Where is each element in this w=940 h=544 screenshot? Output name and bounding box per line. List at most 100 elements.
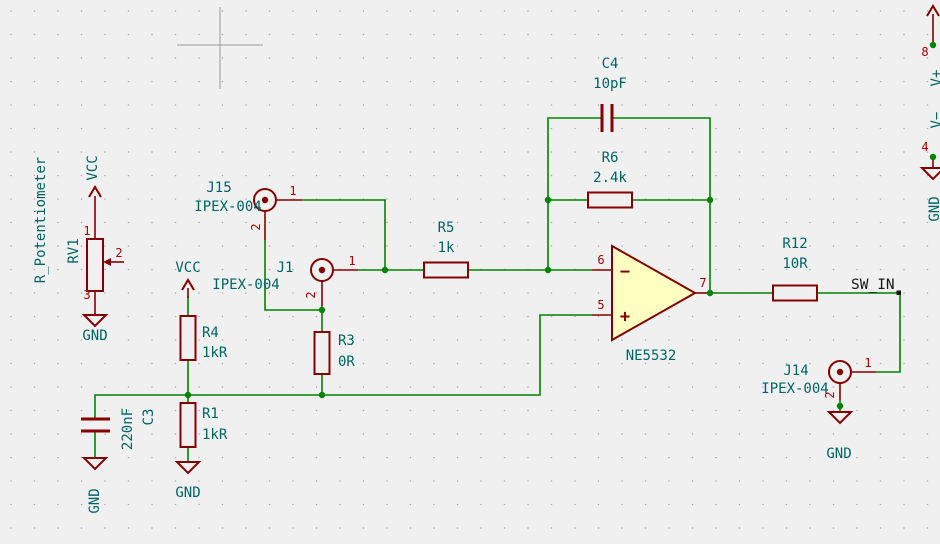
r12-ref[interactable]: R12 xyxy=(782,236,807,252)
junction-dot[interactable] xyxy=(836,402,844,410)
r12-body[interactable] xyxy=(772,284,818,302)
rv1-body[interactable] xyxy=(86,238,104,292)
rv1-pin3-number: 3 xyxy=(83,288,90,302)
opamp-pin-vplus-name: V+ xyxy=(929,70,940,87)
connector-j14[interactable]: 1 2 J14 IPEX-004 xyxy=(761,356,876,400)
opamp-power-pins[interactable]: 8 V+ V− 4 GND xyxy=(919,4,940,222)
wire-j15-signal[interactable] xyxy=(302,199,386,270)
resistor-r3[interactable]: R3 0R xyxy=(313,331,356,375)
c3-ref[interactable]: C3 xyxy=(141,409,157,426)
r3-body[interactable] xyxy=(313,331,331,375)
opamp-pin4-number: 4 xyxy=(921,140,928,154)
power-gnd-c3[interactable]: GND xyxy=(81,457,109,514)
connector-j15[interactable]: 1 2 J15 IPEX-004 xyxy=(194,180,302,240)
junction-dot[interactable] xyxy=(706,289,714,297)
r3-value[interactable]: 0R xyxy=(338,354,355,370)
junction-dot[interactable] xyxy=(318,306,326,314)
gnd-chevron-icon xyxy=(919,167,940,181)
r1-value[interactable]: 1kR xyxy=(202,427,228,443)
resistor-r1[interactable]: R1 1kR xyxy=(179,402,228,448)
opamp-ne5532[interactable]: − + 6 5 7 NE5532 xyxy=(592,244,710,364)
j15-pin1-number: 1 xyxy=(289,184,296,198)
opamp-pin-vminus-name: V− xyxy=(929,112,940,129)
gnd-label[interactable]: GND xyxy=(87,488,103,513)
opamp-pin8-number: 8 xyxy=(921,45,928,59)
c4-ref[interactable]: C4 xyxy=(602,56,619,72)
r4-value[interactable]: 1kR xyxy=(202,345,228,361)
j14-value[interactable]: IPEX-004 xyxy=(761,381,828,397)
c4-value[interactable]: 10pF xyxy=(593,76,627,92)
gnd-chevron-icon xyxy=(81,314,109,328)
rv1-ref[interactable]: RV1 xyxy=(66,238,82,263)
j15-ref[interactable]: J15 xyxy=(206,180,231,196)
wire-feedback-left[interactable] xyxy=(547,117,602,270)
junction-dot[interactable] xyxy=(929,153,937,161)
power-gnd-r1[interactable]: GND xyxy=(174,461,202,501)
power-vcc-rv1[interactable]: VCC xyxy=(85,155,102,215)
net-label-sw-in[interactable]: SW_IN xyxy=(851,277,901,295)
vcc-label[interactable]: VCC xyxy=(85,155,101,180)
junction-dot[interactable] xyxy=(929,41,937,49)
junction-dot[interactable] xyxy=(381,266,389,274)
r6-value[interactable]: 2.4k xyxy=(593,170,627,186)
r4-body[interactable] xyxy=(179,315,197,361)
j1-ref[interactable]: J1 xyxy=(277,260,294,276)
r3-ref[interactable]: R3 xyxy=(338,333,355,349)
opamp-pin7-number: 7 xyxy=(699,276,706,290)
junction-dot[interactable] xyxy=(544,196,552,204)
r1-body[interactable] xyxy=(179,402,197,448)
potentiometer-rv1[interactable]: 1 2 3 RV1 R_Potentiometer xyxy=(33,157,124,315)
r5-value[interactable]: 1k xyxy=(438,240,455,256)
r5-body[interactable] xyxy=(423,261,469,279)
power-gnd-rv1[interactable]: GND xyxy=(81,314,109,344)
r5-ref[interactable]: R5 xyxy=(438,220,455,236)
vcc-label[interactable]: VCC xyxy=(175,260,200,276)
rv1-value[interactable]: R_Potentiometer xyxy=(33,157,49,283)
connector-j1[interactable]: 1 2 J1 IPEX-004 xyxy=(212,254,358,306)
rv1-wiper-arrow-icon xyxy=(103,258,111,266)
power-gnd-j14[interactable]: GND xyxy=(826,411,854,462)
opamp-pin5-number: 5 xyxy=(597,298,604,312)
capacitor-c3[interactable]: 220nF C3 xyxy=(81,408,157,450)
sw-in-label[interactable]: SW_IN xyxy=(851,277,895,293)
j1-value[interactable]: IPEX-004 xyxy=(212,277,279,293)
wire-j15-shield[interactable] xyxy=(264,240,322,311)
j15-pin2-number: 2 xyxy=(249,223,263,230)
r4-ref[interactable]: R4 xyxy=(202,325,219,341)
resistor-r4[interactable]: R4 1kR xyxy=(179,315,228,361)
gnd-label[interactable]: GND xyxy=(927,196,940,221)
junction-dot[interactable] xyxy=(706,196,714,204)
vcc-arrow-icon xyxy=(88,185,102,198)
gnd-label[interactable]: GND xyxy=(826,446,851,462)
wire-feedback-right[interactable] xyxy=(612,117,711,293)
junction-dot[interactable] xyxy=(184,391,192,399)
resistor-r5[interactable]: R5 1k xyxy=(423,220,469,279)
wire-bias-rail[interactable] xyxy=(94,314,592,419)
j14-center-dot-icon xyxy=(836,368,844,376)
j14-pin1-number: 1 xyxy=(864,356,871,370)
junction-dot[interactable] xyxy=(318,391,326,399)
power-vcc-r4[interactable]: VCC xyxy=(175,260,201,298)
r1-ref[interactable]: R1 xyxy=(202,406,219,422)
c3-value[interactable]: 220nF xyxy=(120,408,136,450)
resistor-r6[interactable]: R6 2.4k xyxy=(587,150,633,209)
junction-dot[interactable] xyxy=(544,266,552,274)
gnd-label[interactable]: GND xyxy=(175,485,200,501)
j15-value[interactable]: IPEX-004 xyxy=(194,199,261,215)
r12-value[interactable]: 10R xyxy=(782,256,808,272)
gnd-chevron-icon xyxy=(174,461,202,475)
opamp-minus-sign: − xyxy=(620,262,630,282)
r6-ref[interactable]: R6 xyxy=(602,150,619,166)
resistor-r12[interactable]: R12 10R xyxy=(772,236,818,302)
cursor-crosshair xyxy=(177,7,263,89)
capacitor-c4[interactable]: C4 10pF xyxy=(593,56,627,132)
opamp-ref[interactable]: NE5532 xyxy=(626,348,677,364)
r6-body[interactable] xyxy=(587,191,633,209)
junction-dots[interactable] xyxy=(184,41,937,410)
j14-ref[interactable]: J14 xyxy=(783,363,808,379)
gnd-label[interactable]: GND xyxy=(82,328,107,344)
opamp-triangle-body[interactable] xyxy=(611,244,698,342)
